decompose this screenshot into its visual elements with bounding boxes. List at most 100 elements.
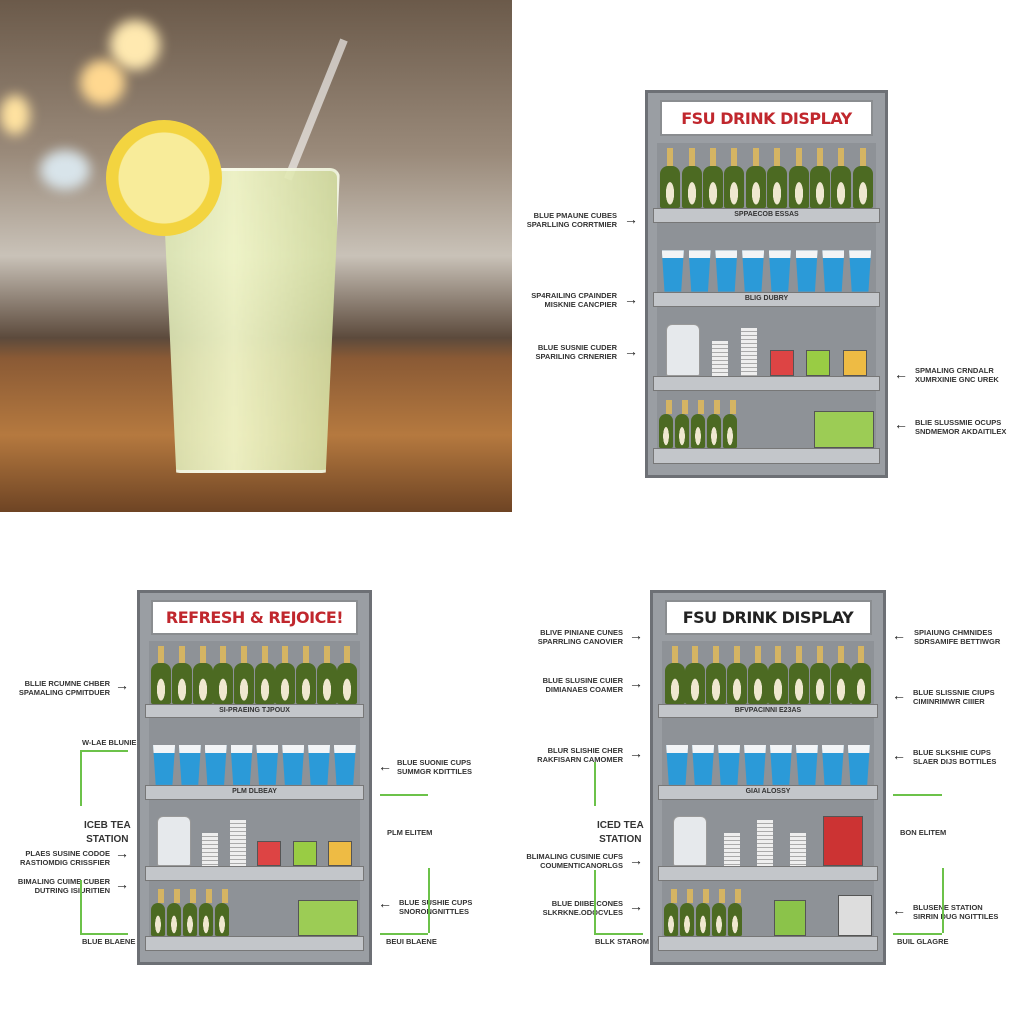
cup-stack: [229, 819, 246, 867]
tea-box: [774, 900, 806, 937]
arrow-right-icon: →: [624, 211, 638, 227]
champagne-bottle: [215, 889, 230, 937]
lemonade-dispenser: [665, 324, 700, 376]
shelf-ledge: [657, 866, 879, 881]
lemonade-dispenser: [156, 816, 191, 867]
champagne-bottle: [789, 646, 810, 704]
arrow-left-icon: ←: [892, 687, 906, 703]
champagne-bottle: [852, 147, 873, 208]
shelf-label: BLIG DUBRY: [652, 291, 881, 307]
champagne-bottle: [809, 646, 830, 704]
blue-slushie-cup: [768, 250, 791, 292]
arrow-right-icon: →: [115, 876, 129, 892]
blue-slushie-cup: [178, 745, 201, 785]
green-arrow: [380, 794, 428, 796]
tea-box: [769, 349, 794, 376]
lemonade-dispenser: [672, 816, 707, 867]
champagne-bottle: [660, 147, 681, 208]
callout-label: W-LAE BLUNIE: [82, 738, 137, 747]
display-sign: FSU DRINK DISPLAY: [664, 599, 872, 635]
callout-label: BLLK STAROM: [595, 937, 650, 946]
callout-label: BON ELITEM: [900, 828, 947, 837]
green-guide-line: [594, 933, 643, 935]
champagne-bottle: [192, 646, 213, 704]
straw: [284, 38, 348, 181]
green-guide-line: [80, 750, 128, 752]
champagne-bottle: [337, 646, 358, 704]
tea-box: [328, 840, 353, 867]
slushie-machine: [837, 894, 872, 937]
arrow-right-icon: →: [629, 745, 643, 761]
champagne-bottle: [213, 646, 234, 704]
champagne-bottle: [199, 889, 214, 937]
blue-slushie-cup: [847, 745, 870, 785]
shelf-row: [657, 222, 876, 292]
bottle-group: [659, 391, 738, 449]
green-guide-line: [380, 933, 428, 935]
shelf-ledge: [652, 375, 881, 391]
champagne-bottle: [183, 889, 198, 937]
green-guide-line: [428, 868, 430, 933]
shelf-label: SI-PRAEING TJPOUX: [144, 703, 365, 719]
champagne-bottle: [810, 147, 831, 208]
arrow-right-icon: →: [115, 845, 129, 861]
champagne-bottle: [167, 889, 182, 937]
champagne-bottle: [712, 889, 727, 937]
shelf-row: [662, 718, 874, 785]
tea-box: [297, 900, 358, 937]
arrow-right-icon: →: [624, 343, 638, 359]
blue-slushie-cup: [666, 745, 689, 785]
shelf-ledge: [144, 866, 365, 881]
blue-slushie-cup: [795, 250, 818, 292]
bottle-group: [664, 881, 743, 937]
champagne-bottle: [723, 399, 738, 449]
champagne-bottle: [675, 399, 690, 449]
champagne-bottle: [851, 646, 872, 704]
blue-slushie-cup: [204, 745, 227, 785]
blue-slushie-cup: [692, 745, 715, 785]
champagne-bottle: [830, 646, 851, 704]
callout-label: PLM ELITEM: [387, 828, 433, 837]
blue-slushie-cup: [715, 250, 738, 292]
display-sign: REFRESH & REJOICE!: [151, 599, 358, 635]
green-guide-line: [594, 870, 596, 933]
callout-label: BLUE BLAENE: [82, 937, 136, 946]
arrow-right-icon: →: [629, 627, 643, 643]
champagne-bottle: [726, 646, 747, 704]
champagne-bottle: [659, 399, 674, 449]
blue-slushie-cup: [688, 250, 711, 292]
shelf-row: [149, 880, 360, 937]
callout-label: BEUI BLAENE: [386, 937, 437, 946]
shelf-row: [657, 142, 876, 208]
cup-stack: [790, 832, 807, 867]
champagne-bottle: [706, 646, 727, 704]
champagne-bottle: [728, 889, 743, 937]
green-arrow: [893, 794, 942, 796]
bottle-group: [151, 881, 230, 937]
cup-stack: [757, 819, 773, 867]
lemon-slice: [106, 120, 222, 236]
shelf-label: BFVPACINNI E23AS: [657, 703, 879, 719]
blue-slushie-cup: [661, 250, 684, 292]
cup-stack: [202, 832, 219, 867]
blue-slushie-cup: [230, 745, 253, 785]
champagne-bottle: [724, 147, 745, 208]
cup-stack: [723, 832, 740, 867]
champagne-bottle: [664, 889, 679, 937]
arrow-left-icon: ←: [892, 627, 906, 643]
